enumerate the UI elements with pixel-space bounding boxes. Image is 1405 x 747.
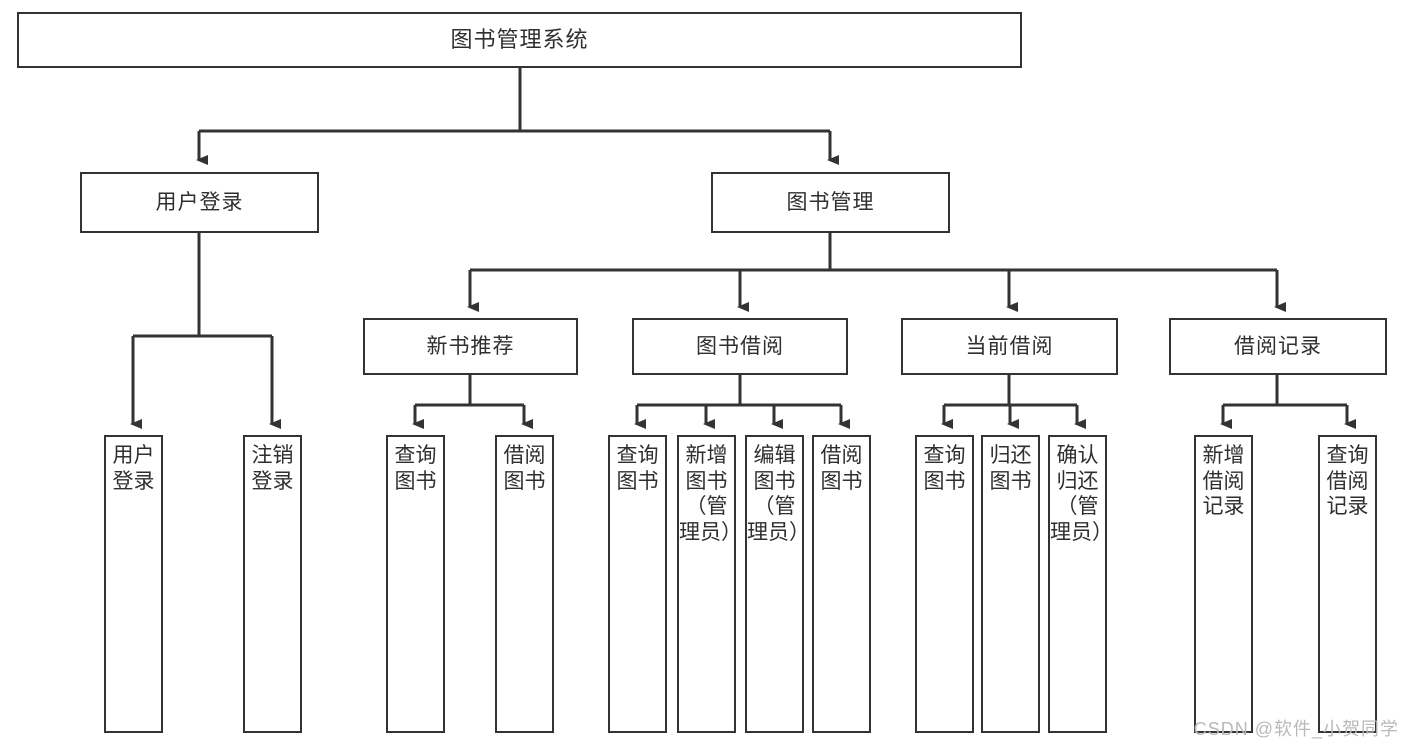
node-label: 当前借阅 (965, 334, 1054, 358)
node-label: 查询借阅记录 (1326, 444, 1369, 519)
leaf-borrow-book-newbook[interactable]: 借阅图书 (495, 435, 554, 733)
leaf-query-book-borrow[interactable]: 查询图书 (608, 435, 667, 733)
leaf-query-book-current[interactable]: 查询图书 (915, 435, 974, 733)
node-label: 用户登录 (112, 444, 155, 493)
leaf-query-borrow-record[interactable]: 查询借阅记录 (1318, 435, 1377, 733)
node-label: 图书管理系统 (450, 26, 589, 52)
node-label: 新增借阅记录 (1202, 444, 1245, 519)
node-label: 查询图书 (394, 444, 437, 493)
node-user-login[interactable]: 用户登录 (80, 172, 319, 233)
node-new-book-recommend[interactable]: 新书推荐 (363, 318, 578, 375)
node-label: 新增图书（管理员） (679, 444, 742, 544)
leaf-add-book-admin[interactable]: 新增图书（管理员） (677, 435, 742, 733)
leaf-query-book-newbook[interactable]: 查询图书 (386, 435, 445, 733)
node-label: 借阅图书 (820, 444, 863, 493)
node-label: 图书借阅 (696, 334, 784, 358)
node-label: 图书管理 (786, 190, 875, 214)
leaf-user-login[interactable]: 用户登录 (104, 435, 163, 733)
node-label: 查询图书 (923, 444, 966, 493)
node-label: 借阅记录 (1234, 334, 1322, 358)
node-book-borrow[interactable]: 图书借阅 (632, 318, 848, 375)
node-root-system[interactable]: 图书管理系统 (17, 12, 1022, 68)
leaf-confirm-return-admin[interactable]: 确认归还（管理员） (1048, 435, 1113, 733)
csdn-watermark: CSDN @软件_小贺同学 (1193, 719, 1399, 739)
node-book-manage[interactable]: 图书管理 (711, 172, 950, 233)
leaf-return-book[interactable]: 归还图书 (981, 435, 1040, 733)
node-label: 新书推荐 (426, 334, 515, 358)
node-borrow-record[interactable]: 借阅记录 (1169, 318, 1387, 375)
node-label: 查询图书 (616, 444, 659, 493)
node-label: 注销登录 (251, 444, 294, 493)
leaf-edit-book-admin[interactable]: 编辑图书（管理员） (745, 435, 810, 733)
node-label: 归还图书 (989, 444, 1032, 493)
node-label: 确认归还（管理员） (1050, 444, 1113, 544)
node-label: 编辑图书（管理员） (747, 444, 810, 544)
node-label: 借阅图书 (503, 444, 546, 493)
leaf-borrow-book[interactable]: 借阅图书 (812, 435, 871, 733)
leaf-add-borrow-record[interactable]: 新增借阅记录 (1194, 435, 1253, 733)
node-label: 用户登录 (155, 190, 244, 214)
node-current-borrow[interactable]: 当前借阅 (901, 318, 1118, 375)
leaf-user-logout[interactable]: 注销登录 (243, 435, 302, 733)
